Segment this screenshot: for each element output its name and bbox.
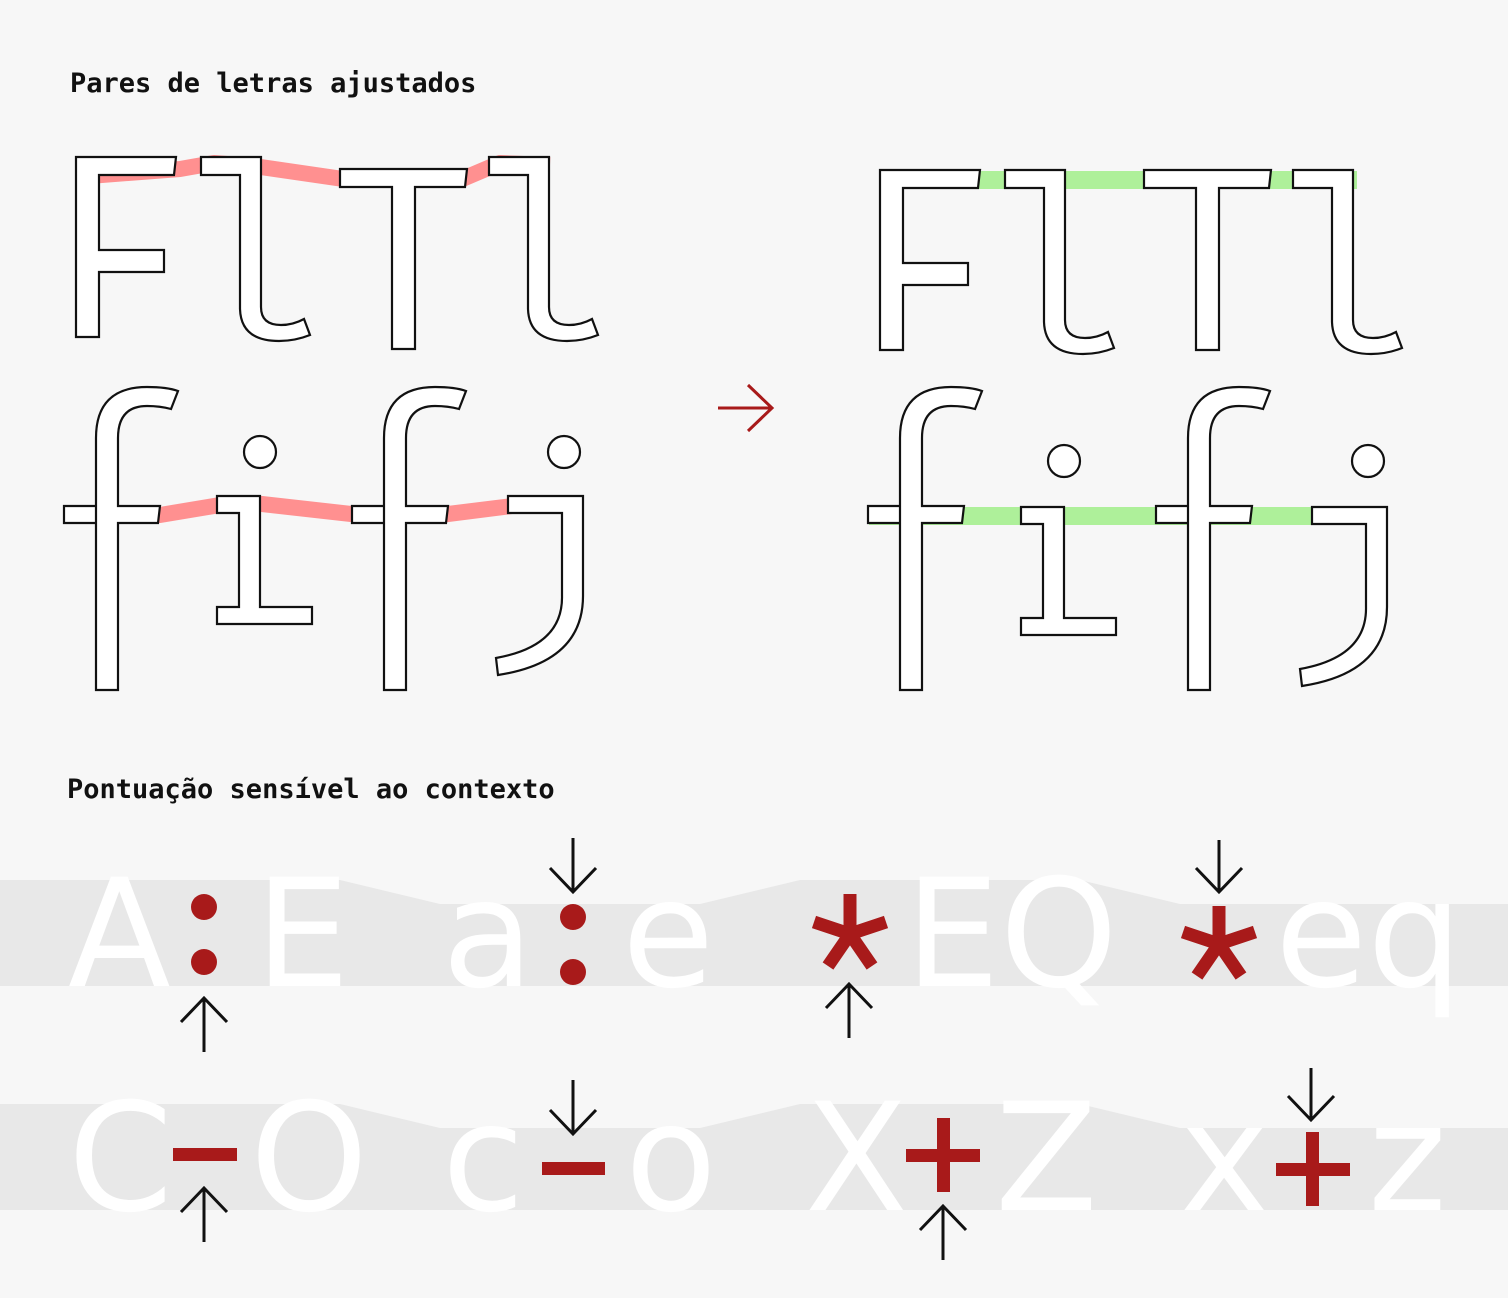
glyph-T-outline — [1142, 168, 1273, 352]
down-arrow-icon — [548, 1080, 598, 1137]
letter-X: X — [805, 1072, 908, 1246]
ligatures-before — [62, 155, 600, 692]
glyph-j-outline — [494, 494, 585, 677]
punctuation-heading: Pontuação sensível ao contexto — [67, 774, 555, 805]
asterisk-raised — [811, 894, 889, 970]
cap-height-band — [0, 880, 1508, 986]
letter-e: e — [622, 848, 714, 1022]
letter-c: c — [442, 1072, 524, 1246]
aligned-crossbar-highlight — [869, 507, 1387, 525]
colon-raised — [191, 894, 217, 975]
plus-raised — [906, 1118, 980, 1192]
letter-a: a — [442, 848, 534, 1022]
letter-Z: Z — [995, 1072, 1098, 1246]
letter-x: x — [1180, 1072, 1269, 1246]
letter-A: A — [68, 848, 171, 1022]
up-arrow-icon — [824, 981, 874, 1038]
minus-lowercase — [542, 1162, 605, 1175]
plus-lowercase — [1276, 1132, 1350, 1206]
misaligned-crossbar-highlight — [65, 496, 583, 523]
glyph-T-outline — [338, 167, 469, 351]
glyph-j-outline — [1298, 505, 1389, 688]
glyph-l-outline — [199, 155, 312, 343]
letter-o: o — [625, 1072, 717, 1246]
glyph-l-outline — [487, 155, 600, 343]
glyph-f-outline — [1154, 385, 1272, 692]
glyph-j-dot — [546, 434, 582, 470]
glyph-F-outline — [74, 155, 178, 339]
glyph-F-outline — [878, 168, 982, 352]
colon-lowercase — [560, 904, 586, 985]
glyph-f-outline — [350, 385, 468, 692]
letter-E: E — [255, 848, 350, 1022]
down-arrow-icon — [1286, 1068, 1336, 1123]
glyph-l-outline — [1291, 168, 1404, 356]
letter-z: z — [1368, 1072, 1447, 1246]
down-arrow-icon — [548, 838, 598, 895]
asterisk-lowercase — [1180, 906, 1258, 980]
glyph-i-dot — [242, 434, 278, 470]
right-arrow-icon — [718, 383, 775, 433]
glyph-i-dot — [1046, 443, 1082, 479]
ligatures-after — [866, 168, 1404, 692]
letters-eq: eq — [1275, 848, 1463, 1022]
cap-height-band — [0, 1104, 1508, 1210]
glyph-i-outline — [1019, 505, 1118, 637]
letter-O: O — [250, 1072, 368, 1246]
glyph-f-outline — [866, 385, 984, 692]
glyph-f-outline — [62, 385, 180, 692]
up-arrow-icon — [918, 1203, 968, 1260]
letters-EQ: EQ — [905, 848, 1118, 1022]
minus-raised — [173, 1148, 237, 1161]
letter-C: C — [68, 1072, 173, 1246]
glyph-j-dot — [1350, 443, 1386, 479]
up-arrow-icon — [179, 1185, 229, 1242]
down-arrow-icon — [1194, 840, 1244, 895]
ligatures-heading: Pares de letras ajustados — [70, 68, 477, 99]
up-arrow-icon — [179, 995, 229, 1052]
glyph-l-outline — [1003, 168, 1116, 356]
